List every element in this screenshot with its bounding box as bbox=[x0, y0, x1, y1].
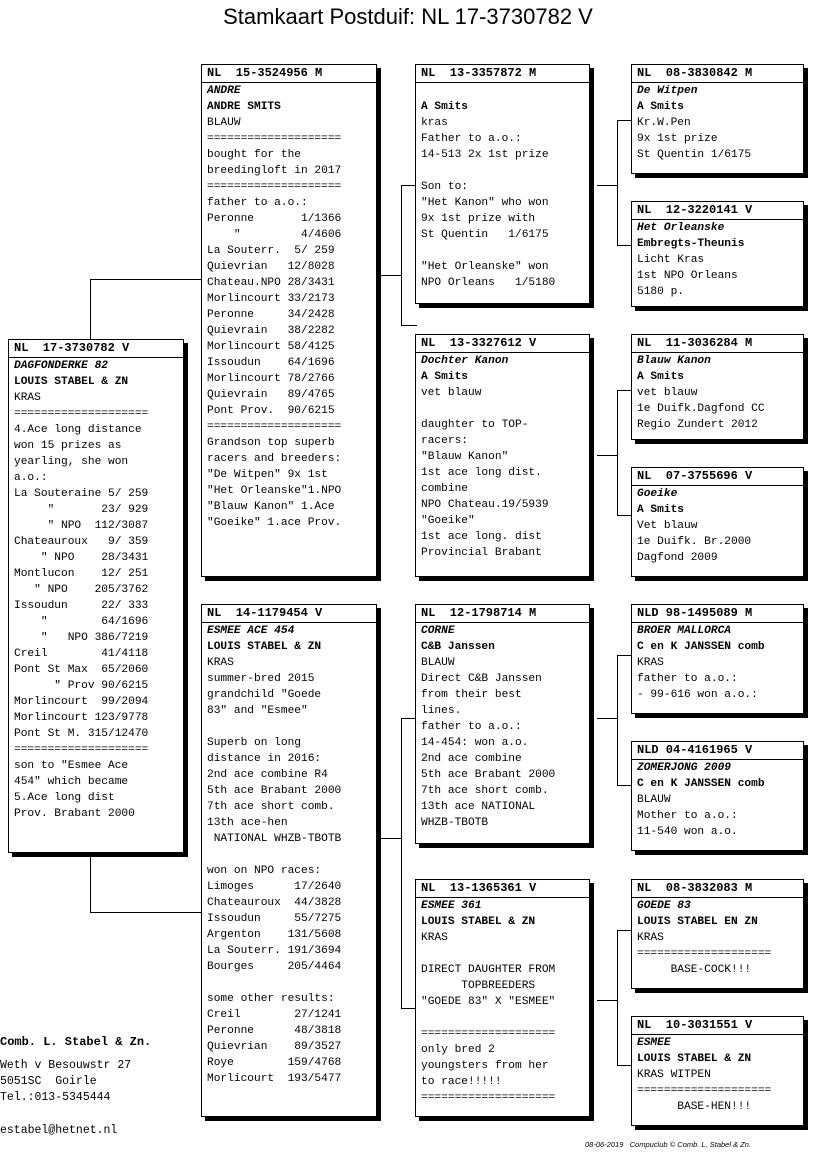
pigeon-name: ZOMERJONG 2009 bbox=[637, 762, 731, 774]
ring-number: NL 12-3220141 V bbox=[632, 202, 803, 220]
owner: C en K JANSSEN comb bbox=[637, 641, 765, 653]
owner: C en K JANSSEN comb bbox=[637, 778, 765, 790]
pedigree-card-father: NL 15-3524956 M ANDRE ANDRE SMITS BLAUW … bbox=[201, 64, 377, 577]
card-details: Vet blauw 1e Duifk. Br.2000 Dagfond 2009 bbox=[637, 520, 752, 564]
page-title: Stamkaart Postduif: NL 17-3730782 V bbox=[223, 4, 593, 29]
card-details: KRAS WITPEN ==================== BASE-HE… bbox=[637, 1069, 772, 1113]
ring-number: NL 08-3832083 M bbox=[632, 880, 803, 898]
pigeon-name: BROER MALLORCA bbox=[637, 625, 731, 637]
owner: A Smits bbox=[637, 371, 684, 383]
card-details: KRAS DIRECT DAUGHTER FROM TOPBREEDERS "G… bbox=[421, 932, 556, 1104]
ring-number: NL 11-3036284 M bbox=[632, 335, 803, 353]
owner: LOUIS STABEL EN ZN bbox=[637, 916, 758, 928]
pigeon-name: Goeike bbox=[637, 488, 678, 500]
ring-number: NL 14-1179454 V bbox=[202, 605, 376, 623]
card-details: KRAS ==================== BASE-COCK!!! bbox=[637, 932, 772, 976]
pigeon-name bbox=[421, 83, 584, 99]
card-details: Licht Kras 1st NPO Orleans 5180 p. bbox=[637, 254, 738, 298]
pedigree-card-mother-mother: NL 13-1365361 V ESMEE 361 LOUIS STABEL &… bbox=[415, 879, 590, 1117]
pedigree-card-subject: NL 17-3730782 V DAGFONDERKE 82 LOUIS STA… bbox=[8, 339, 184, 853]
owner: C&B Janssen bbox=[421, 641, 495, 653]
owner: LOUIS STABEL & ZN bbox=[207, 641, 322, 653]
pigeon-name: CORNE bbox=[421, 625, 455, 637]
pedigree-card-mmf: NL 08-3832083 M GOEDE 83 LOUIS STABEL EN… bbox=[631, 879, 804, 989]
card-details: KRAS father to a.o.: - 99-616 won a.o.: bbox=[637, 657, 758, 701]
card-details: BLAUW Mother to a.o.: 11-540 won a.o. bbox=[637, 794, 738, 838]
owner: A Smits bbox=[421, 371, 468, 383]
ring-number: NL 13-1365361 V bbox=[416, 880, 589, 898]
owner: LOUIS STABEL & ZN bbox=[14, 376, 129, 388]
pedigree-card-mother: NL 14-1179454 V ESMEE ACE 454 LOUIS STAB… bbox=[201, 604, 377, 1117]
owner: ANDRE SMITS bbox=[207, 101, 281, 113]
pedigree-card-fff: NL 08-3830842 M De Witpen A Smits Kr.W.P… bbox=[631, 64, 804, 174]
card-details: vet blauw daughter to TOP- racers: "Blau… bbox=[421, 387, 549, 559]
footer-credit: 08-06-2019 Compuclub © Comb. L. Stabel &… bbox=[585, 1140, 752, 1149]
pedigree-card-fmf: NL 11-3036284 M Blauw Kanon A Smits vet … bbox=[631, 334, 804, 440]
pigeon-name: ESMEE ACE 454 bbox=[207, 625, 295, 637]
card-details: KRAS ==================== 4.Ace long dis… bbox=[14, 392, 149, 820]
pedigree-card-father-mother: NL 13-3327612 V Dochter Kanon A Smits ve… bbox=[415, 334, 590, 577]
card-details: BLAUW Direct C&B Janssen from their best… bbox=[421, 657, 556, 829]
owner: A Smits bbox=[637, 504, 684, 516]
pedigree-card-ffm: NL 12-3220141 V Het Orleanske Embregts-T… bbox=[631, 201, 804, 307]
club-email: estabel@hetnet.nl bbox=[0, 1124, 118, 1137]
pigeon-name: De Witpen bbox=[637, 85, 698, 97]
owner: A Smits bbox=[421, 101, 468, 113]
pigeon-name: ESMEE 361 bbox=[421, 900, 482, 912]
card-details: Kr.W.Pen 9x 1st prize St Quentin 1/6175 bbox=[637, 117, 752, 161]
ring-number: NL 07-3755696 V bbox=[632, 468, 803, 486]
ring-number: NL 13-3327612 V bbox=[416, 335, 589, 353]
card-details: BLAUW ==================== bought for th… bbox=[207, 117, 342, 529]
pigeon-name: Blauw Kanon bbox=[637, 355, 711, 367]
pedigree-card-mother-father: NL 12-1798714 M CORNE C&B Janssen BLAUW … bbox=[415, 604, 590, 844]
pigeon-name: Dochter Kanon bbox=[421, 355, 509, 367]
owner: A Smits bbox=[637, 101, 684, 113]
club-name: Comb. L. Stabel & Zn. bbox=[0, 1035, 152, 1049]
ring-number: NL 08-3830842 M bbox=[632, 65, 803, 83]
ring-number: NLD 04-4161965 V bbox=[632, 742, 803, 760]
ring-number: NLD 98-1495089 M bbox=[632, 605, 803, 623]
card-details: KRAS summer-bred 2015 grandchild "Goede … bbox=[207, 657, 342, 1085]
owner: Embregts-Theunis bbox=[637, 238, 745, 250]
card-details: vet blauw 1e Duifk.Dagfond CC Regio Zund… bbox=[637, 387, 765, 431]
pedigree-card-mfm: NLD 04-4161965 V ZOMERJONG 2009 C en K J… bbox=[631, 741, 804, 851]
pedigree-card-mmm: NL 10-3031551 V ESMEE LOUIS STABEL & ZN … bbox=[631, 1016, 804, 1126]
owner: LOUIS STABEL & ZN bbox=[421, 916, 536, 928]
pigeon-name: GOEDE 83 bbox=[637, 900, 691, 912]
pigeon-name: DAGFONDERKE 82 bbox=[14, 360, 108, 372]
club-address: Weth v Besouwstr 27 5051SC Goirle Tel.:0… bbox=[0, 1059, 132, 1104]
card-details: kras Father to a.o.: 14-513 2x 1st prize… bbox=[421, 117, 556, 289]
pigeon-name: ANDRE bbox=[207, 85, 241, 97]
ring-number: NL 15-3524956 M bbox=[202, 65, 376, 83]
pigeon-name: Het Orleanske bbox=[637, 222, 725, 234]
ring-number: NL 17-3730782 V bbox=[9, 340, 183, 358]
pedigree-card-mff: NLD 98-1495089 M BROER MALLORCA C en K J… bbox=[631, 604, 804, 714]
ring-number: NL 12-1798714 M bbox=[416, 605, 589, 623]
pedigree-card-fmm: NL 07-3755696 V Goeike A Smits Vet blauw… bbox=[631, 467, 804, 577]
pigeon-name: ESMEE bbox=[637, 1037, 671, 1049]
ring-number: NL 10-3031551 V bbox=[632, 1017, 803, 1035]
pedigree-card-father-father: NL 13-3357872 M A Smits kras Father to a… bbox=[415, 64, 590, 304]
owner: LOUIS STABEL & ZN bbox=[637, 1053, 752, 1065]
ring-number: NL 13-3357872 M bbox=[416, 65, 589, 83]
